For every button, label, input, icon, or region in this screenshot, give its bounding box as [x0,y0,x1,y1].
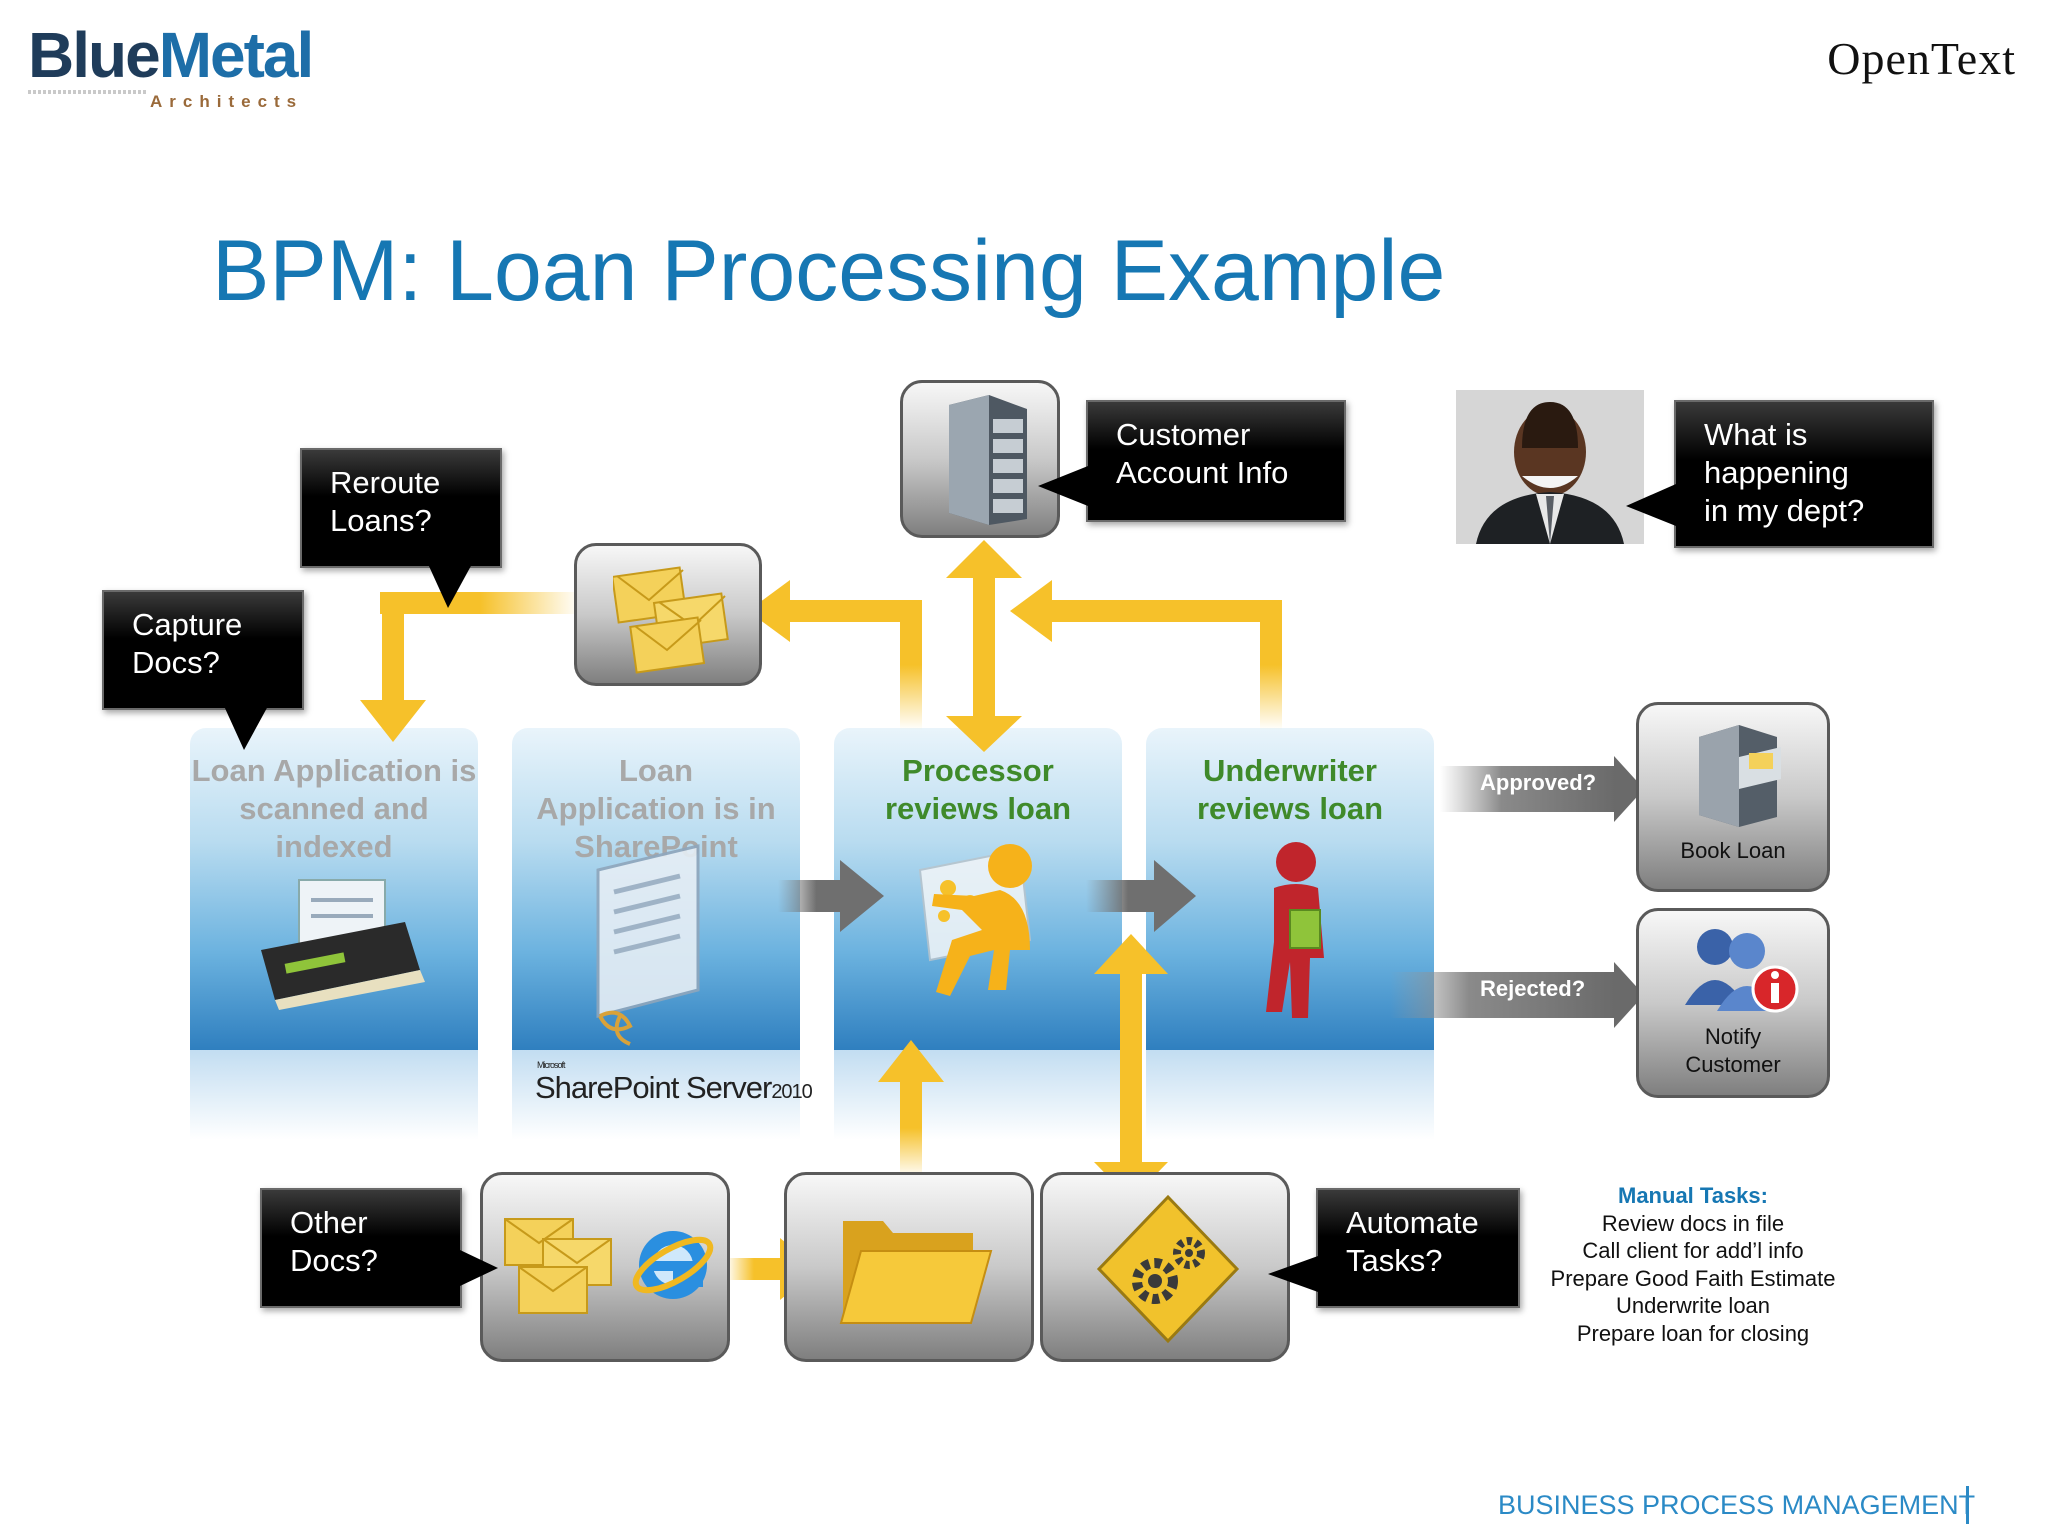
notify-customer-label-1: Notify [1704,1024,1762,1049]
opentext-logo: OpenText [1827,33,2016,84]
panel-scanned-label: Loan Application is scanned and indexed [191,753,477,864]
manual-task-item: Prepare loan for closing [1576,1320,1810,1346]
rejected-label: Rejected? [1480,976,1586,1001]
footer-text: BUSINESS PROCESS MANAGEMENT [1498,1490,1976,1520]
internet-explorer-icon [632,1231,714,1299]
page-title: BPM: Loan Processing Example [212,223,1446,319]
panel-reflection [1146,1050,1434,1140]
callout-reroute-loans: Reroute Loans? [300,448,502,568]
manual-task-item: Call client for add’l info [1582,1238,1804,1263]
manual-task-item: Underwrite loan [1615,1293,1771,1318]
callout-what-is-happening: What is happening in my dept? [1674,400,1934,548]
callout-pointer [224,706,268,750]
folder-icon [839,1221,993,1324]
notify-customer-tile: Notify Customer [1636,908,1830,1098]
users-alert-icon [1685,929,1799,1013]
callout-pointer [460,1250,498,1286]
mail-tile [574,543,762,686]
callout-pointer [1268,1256,1318,1292]
manual-tasks-list: Manual Tasks: Review docs in file Call c… [1528,1182,1858,1347]
envelopes-icon [504,1218,612,1314]
underwriter-person-icon [1266,842,1324,1018]
book-loan-tile: Book Loan [1636,702,1830,892]
server-tile [900,380,1060,538]
callout-pointer [428,564,472,608]
bluemetal-logo: BlueMetal [28,19,314,91]
callout-pointer [1038,466,1088,506]
sharepoint-logo: Microsoft SharePoint Server2010 [535,1060,813,1105]
gears-icon [1096,1194,1240,1344]
callout-pointer [1626,484,1676,526]
manual-tasks-heading: Manual Tasks: [1618,1183,1768,1208]
processor-person-icon [918,844,1032,996]
file-cabinet-icon [1699,725,1781,827]
automation-tile [1040,1172,1290,1362]
panel-processor-label: Processor reviews loan [884,753,1072,826]
book-loan-label: Book Loan [1680,838,1786,863]
panel-reflection [834,1050,1122,1140]
callout-capture-docs: Capture Docs? [102,590,304,710]
mail-browser-tile [480,1172,730,1362]
panel-reflection [512,1050,800,1140]
folder-tile [784,1172,1034,1362]
approved-label: Approved? [1480,770,1597,795]
callout-customer-account-info: Customer Account Info [1086,400,1346,522]
server-icon [949,395,1027,525]
bluemetal-logo-subtitle: Architects [150,92,304,111]
callout-automate-tasks: Automate Tasks? [1316,1188,1520,1308]
logo-decoration-line [28,90,148,94]
manager-photo [1456,390,1644,544]
scanner-icon [261,879,425,1010]
document-icon [596,844,700,1046]
manual-task-item: Prepare Good Faith Estimate [1550,1265,1836,1291]
notify-customer-label-2: Customer [1685,1052,1781,1077]
panel-reflection [190,1050,478,1140]
callout-other-docs: Other Docs? [260,1188,462,1308]
panel-underwriter-label: Underwriter reviews loan [1196,753,1384,826]
panel-sharepoint-label: Loan Application is in SharePoint [536,753,776,864]
manual-task-item: Review docs in file [1601,1210,1785,1236]
envelopes-icon [613,566,729,674]
manager-avatar [1456,390,1644,544]
footer-divider [1966,1486,1969,1524]
